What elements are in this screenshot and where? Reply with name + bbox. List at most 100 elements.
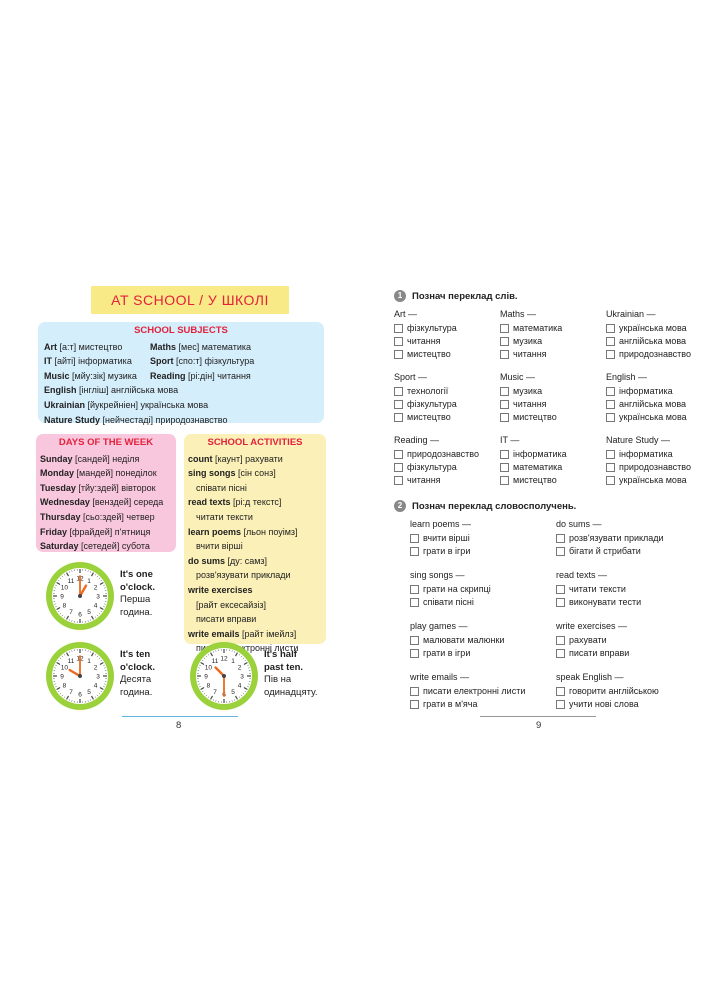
answer-option[interactable]: українська мова — [606, 474, 691, 487]
answer-option[interactable]: українська мова — [606, 411, 687, 424]
answer-checkbox[interactable] — [394, 450, 403, 459]
answer-option[interactable]: мистецтво — [394, 348, 457, 361]
svg-text:1: 1 — [87, 658, 91, 665]
answer-checkbox[interactable] — [394, 324, 403, 333]
answer-label: співати пісні — [423, 597, 474, 607]
answer-checkbox[interactable] — [606, 350, 615, 359]
answer-checkbox[interactable] — [556, 636, 565, 645]
exercise-1-title: 1 Познач переклад слів. — [394, 290, 518, 302]
answer-option[interactable]: писати вправи — [556, 647, 629, 660]
answer-checkbox[interactable] — [410, 649, 419, 658]
answer-checkbox[interactable] — [606, 450, 615, 459]
answer-checkbox[interactable] — [500, 476, 509, 485]
answer-label: мистецтво — [407, 349, 451, 359]
answer-checkbox[interactable] — [410, 585, 419, 594]
answer-checkbox[interactable] — [394, 400, 403, 409]
svg-text:10: 10 — [61, 585, 69, 592]
answer-checkbox[interactable] — [394, 387, 403, 396]
answer-label: мистецтво — [513, 412, 557, 422]
answer-checkbox[interactable] — [500, 387, 509, 396]
answer-option[interactable]: рахувати — [556, 634, 629, 647]
answer-option[interactable]: природознавство — [606, 348, 691, 361]
answer-option[interactable]: читання — [500, 398, 557, 411]
answer-option[interactable]: англійська мова — [606, 335, 691, 348]
answer-checkbox[interactable] — [500, 400, 509, 409]
answer-option[interactable]: грати в м'яча — [410, 698, 525, 711]
answer-checkbox[interactable] — [556, 547, 565, 556]
answer-option[interactable]: українська мова — [606, 322, 691, 335]
answer-checkbox[interactable] — [606, 413, 615, 422]
answer-checkbox[interactable] — [394, 350, 403, 359]
answer-option[interactable]: математика — [500, 322, 562, 335]
answer-option[interactable]: малювати малюнки — [410, 634, 504, 647]
answer-checkbox[interactable] — [394, 476, 403, 485]
answer-checkbox[interactable] — [556, 687, 565, 696]
answer-option[interactable]: природознавство — [394, 448, 479, 461]
answer-option[interactable]: читання — [500, 348, 562, 361]
answer-option[interactable]: грати в ігри — [410, 545, 471, 558]
answer-checkbox[interactable] — [606, 400, 615, 409]
svg-text:10: 10 — [205, 665, 213, 672]
answer-option[interactable]: бігати й стрибати — [556, 545, 664, 558]
answer-option[interactable]: учити нові слова — [556, 698, 659, 711]
answer-option[interactable]: фізкультура — [394, 461, 479, 474]
answer-option[interactable]: музика — [500, 335, 562, 348]
answer-option[interactable]: говорити англійською — [556, 685, 659, 698]
answer-option[interactable]: виконувати тести — [556, 596, 641, 609]
answer-checkbox[interactable] — [606, 476, 615, 485]
answer-option[interactable]: читання — [394, 335, 457, 348]
answer-option[interactable]: інформатика — [500, 448, 567, 461]
answer-checkbox[interactable] — [606, 324, 615, 333]
activities-header: SCHOOL ACTIVITIES — [207, 437, 303, 448]
answer-checkbox[interactable] — [606, 387, 615, 396]
answer-checkbox[interactable] — [500, 463, 509, 472]
answer-checkbox[interactable] — [500, 413, 509, 422]
answer-checkbox[interactable] — [556, 585, 565, 594]
answer-option[interactable]: природознавство — [606, 461, 691, 474]
answer-checkbox[interactable] — [556, 649, 565, 658]
answer-option[interactable]: математика — [500, 461, 567, 474]
answer-option[interactable]: читання — [394, 474, 479, 487]
answer-option[interactable]: писати електронні листи — [410, 685, 525, 698]
answer-checkbox[interactable] — [410, 687, 419, 696]
answer-checkbox[interactable] — [410, 636, 419, 645]
answer-option[interactable]: музика — [500, 385, 557, 398]
answer-checkbox[interactable] — [556, 700, 565, 709]
answer-checkbox[interactable] — [556, 598, 565, 607]
answer-option[interactable]: інформатика — [606, 448, 691, 461]
answer-option[interactable]: читати тексти — [556, 583, 641, 596]
answer-checkbox[interactable] — [606, 337, 615, 346]
subject-row: IT [айті] інформатика Sport [спо:т] фізк… — [44, 356, 255, 367]
answer-checkbox[interactable] — [410, 700, 419, 709]
answer-option[interactable]: фізкультура — [394, 398, 457, 411]
svg-text:1: 1 — [87, 578, 91, 585]
answer-checkbox[interactable] — [606, 463, 615, 472]
answer-checkbox[interactable] — [500, 337, 509, 346]
answer-option[interactable]: мистецтво — [500, 474, 567, 487]
answer-checkbox[interactable] — [500, 450, 509, 459]
answer-option[interactable]: англійська мова — [606, 398, 687, 411]
activity-row: read texts [рі:д текстс] — [188, 497, 282, 508]
answer-option[interactable]: розв'язувати приклади — [556, 532, 664, 545]
answer-option[interactable]: грати на скрипці — [410, 583, 491, 596]
answer-option[interactable]: інформатика — [606, 385, 687, 398]
answer-checkbox[interactable] — [500, 350, 509, 359]
answer-checkbox[interactable] — [410, 534, 419, 543]
answer-option[interactable]: співати пісні — [410, 596, 491, 609]
answer-option[interactable]: грати в ігри — [410, 647, 504, 660]
answer-checkbox[interactable] — [410, 547, 419, 556]
answer-label: учити нові слова — [569, 699, 639, 709]
answer-label: математика — [513, 323, 563, 333]
answer-checkbox[interactable] — [410, 598, 419, 607]
answer-checkbox[interactable] — [394, 413, 403, 422]
answer-checkbox[interactable] — [500, 324, 509, 333]
answer-checkbox[interactable] — [394, 463, 403, 472]
answer-checkbox[interactable] — [556, 534, 565, 543]
answer-option[interactable]: вчити вірші — [410, 532, 471, 545]
answer-option[interactable]: технології — [394, 385, 457, 398]
answer-option[interactable]: мистецтво — [394, 411, 457, 424]
answer-checkbox[interactable] — [394, 337, 403, 346]
answer-option[interactable]: мистецтво — [500, 411, 557, 424]
answer-option[interactable]: фізкультура — [394, 322, 457, 335]
exercise-word: play games — — [410, 621, 468, 631]
